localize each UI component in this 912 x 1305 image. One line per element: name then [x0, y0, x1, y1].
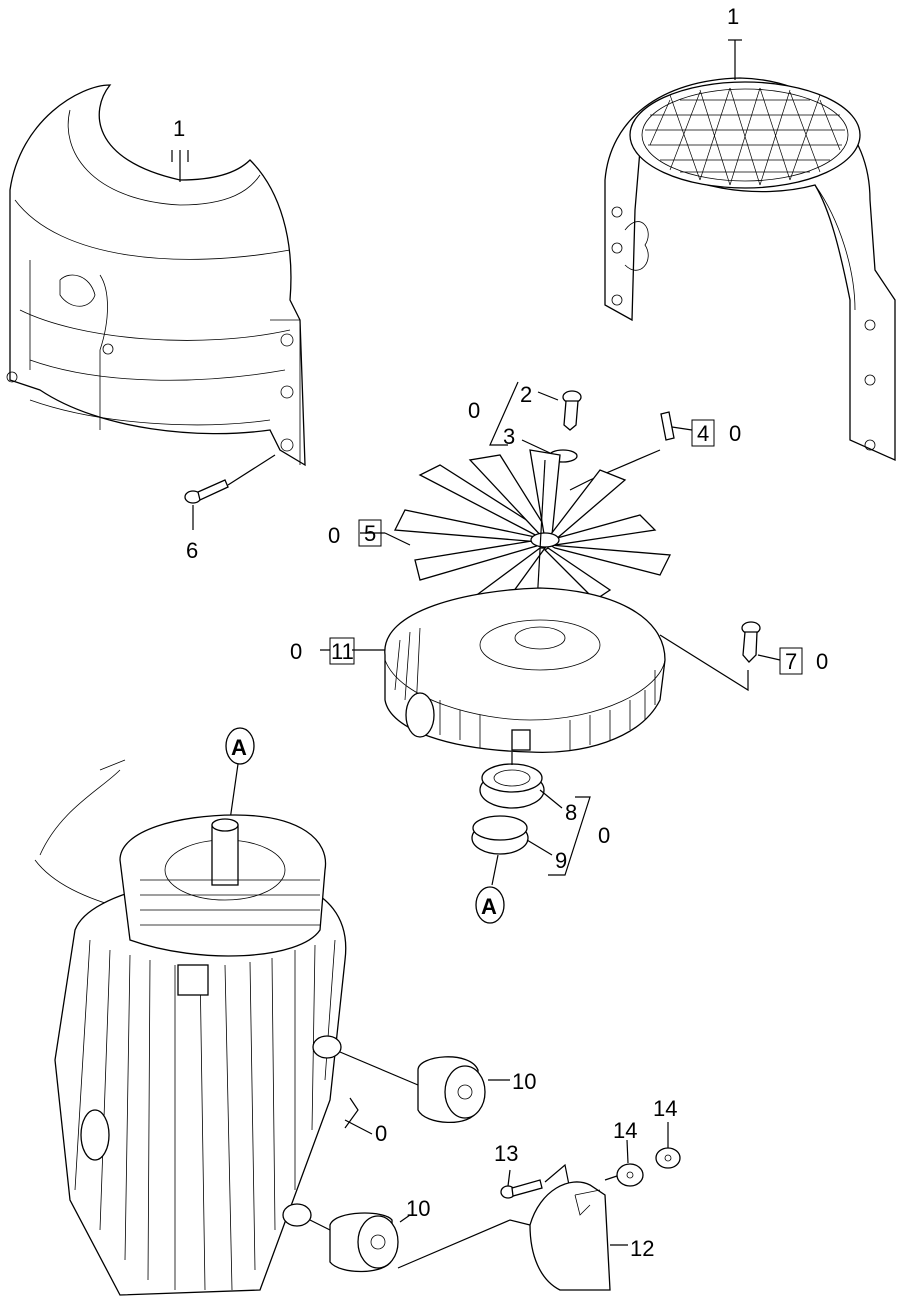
callout-11: 11 — [331, 639, 354, 664]
callout-0-screw-washer-group: 0 — [468, 398, 480, 423]
callout-1-left: 1 — [173, 116, 185, 141]
callout-13: 13 — [494, 1141, 518, 1166]
callout-0-fan: 0 — [328, 523, 340, 548]
fan-5 — [393, 449, 672, 611]
flange-11 — [384, 587, 666, 754]
callout-4: 4 — [697, 421, 709, 446]
callout-0-screw-7: 0 — [816, 649, 828, 674]
callout-0-bearing-group: 0 — [598, 823, 610, 848]
callout-7: 7 — [785, 649, 797, 674]
callout-0-flange: 0 — [290, 639, 302, 664]
screw-13 — [500, 1179, 543, 1199]
callout-14-b: 14 — [653, 1096, 677, 1121]
callout-12: 12 — [630, 1236, 654, 1261]
motor-cover-right — [604, 77, 896, 462]
callout-1-right: 1 — [727, 4, 739, 29]
callout-6: 6 — [186, 538, 198, 563]
screw-7 — [741, 621, 761, 663]
callout-10-bottom: 10 — [406, 1196, 430, 1221]
callout-10-top: 10 — [512, 1069, 536, 1094]
callout-3: 3 — [503, 424, 515, 449]
callout-box-7 — [779, 647, 803, 675]
callout-box-5 — [358, 519, 382, 547]
bracket-12 — [529, 1181, 611, 1291]
callout-box-11 — [329, 637, 355, 665]
reference-marker-a-bottom: A — [475, 886, 505, 924]
callout-0-key: 0 — [729, 421, 741, 446]
callout-8: 8 — [565, 800, 577, 825]
callout-5: 5 — [364, 521, 376, 546]
motor-cover-left — [6, 84, 306, 467]
motor-housing — [34, 759, 347, 1296]
svg-text:A: A — [231, 735, 247, 760]
ring-9 — [471, 815, 529, 855]
washer-14-b — [655, 1147, 681, 1169]
svg-text:A: A — [481, 894, 497, 919]
damper-10-top — [417, 1056, 486, 1124]
screw-6 — [184, 479, 229, 504]
bearing-8 — [479, 763, 545, 809]
callout-2: 2 — [520, 382, 532, 407]
washer-14-a — [616, 1163, 644, 1187]
callout-14-a: 14 — [613, 1118, 637, 1143]
screw-2 — [562, 390, 582, 431]
callout-box-4 — [691, 419, 715, 447]
key-4 — [660, 411, 675, 441]
callout-0-damper-group: 0 — [375, 1121, 387, 1146]
reference-marker-a-top: A — [225, 727, 255, 765]
callout-9: 9 — [555, 848, 567, 873]
damper-10-bottom — [329, 1212, 399, 1273]
